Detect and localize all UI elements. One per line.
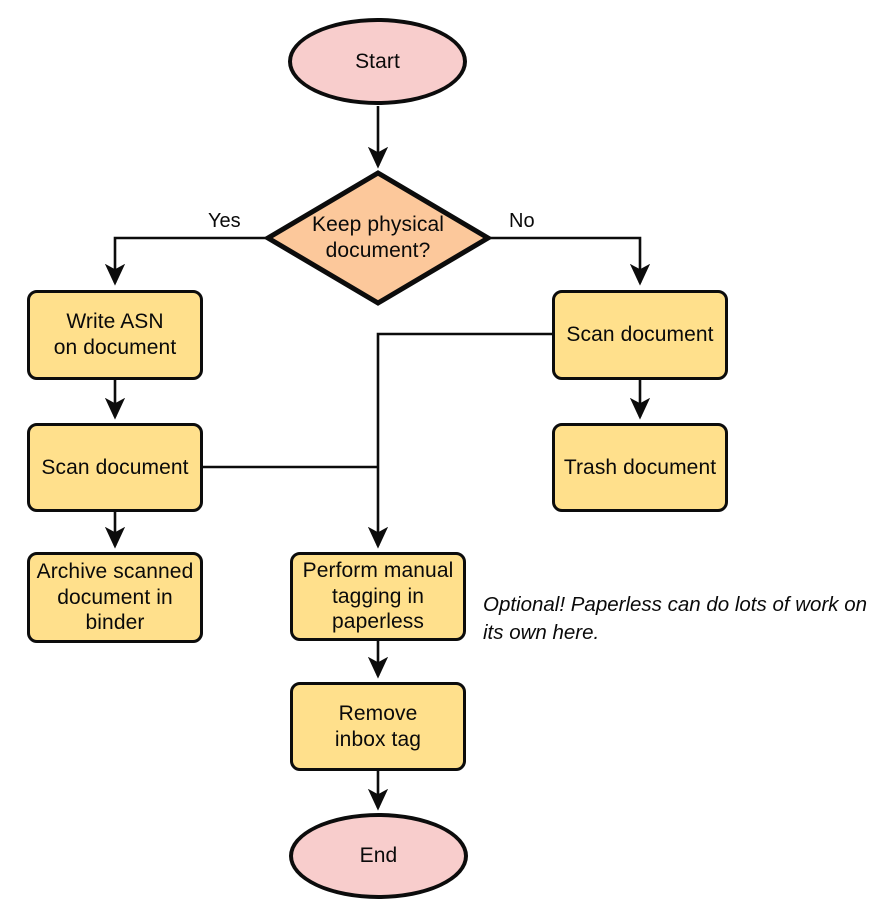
node-start[interactable]: Start: [288, 18, 467, 105]
node-write-asn-label: Write ASN on document: [53, 310, 177, 359]
node-trash-document[interactable]: Trash document: [552, 423, 728, 512]
edge-label-yes: Yes: [208, 211, 241, 231]
node-end[interactable]: End: [289, 813, 468, 899]
node-scan-document-right-label: Scan document: [566, 323, 714, 347]
node-perform-manual-tagging[interactable]: Perform manual tagging in paperless: [290, 552, 466, 641]
node-start-label: Start: [355, 49, 400, 73]
edge-label-no: No: [509, 211, 535, 231]
annotation-optional-note: Optional! Paperless can do lots of work …: [483, 591, 885, 646]
node-archive-in-binder-label: Archive scanned document in binder: [36, 560, 194, 635]
edge-yes-to-write-asn: [104, 236, 266, 286]
edge-scan-right-to-manual-tagging: [367, 332, 552, 549]
edge-label-yes-text: Yes: [208, 210, 241, 232]
node-scan-document-right[interactable]: Scan document: [552, 290, 728, 380]
edge-label-no-text: No: [509, 210, 535, 232]
node-scan-document-left[interactable]: Scan document: [27, 423, 203, 512]
node-perform-manual-tagging-label: Perform manual tagging in paperless: [302, 559, 454, 634]
node-scan-document-left-label: Scan document: [41, 455, 189, 479]
node-remove-inbox-tag[interactable]: Remove inbox tag: [290, 682, 466, 771]
diamond-shape: [265, 170, 491, 306]
node-remove-inbox-tag-label: Remove inbox tag: [334, 701, 422, 751]
node-decision-label: Keep physical document?: [311, 213, 445, 262]
node-decision-keep-physical-document[interactable]: Keep physical document?: [265, 170, 491, 306]
node-end-label: End: [359, 844, 398, 868]
node-archive-in-binder[interactable]: Archive scanned document in binder: [27, 552, 203, 643]
edge-no-to-scan-right: [490, 236, 651, 286]
node-trash-document-label: Trash document: [563, 455, 717, 479]
annotation-optional-note-text: Optional! Paperless can do lots of work …: [483, 593, 868, 644]
node-write-asn[interactable]: Write ASN on document: [27, 290, 203, 380]
